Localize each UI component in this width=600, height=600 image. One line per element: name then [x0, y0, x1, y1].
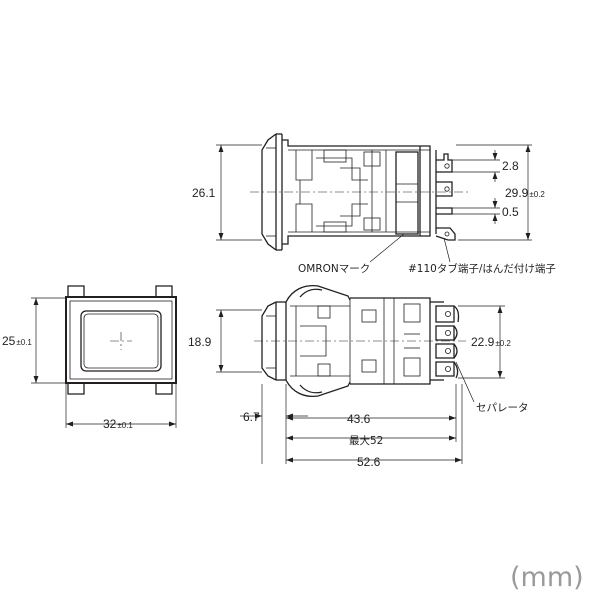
dim-top-span-value: 29.9 [505, 186, 529, 200]
dim-front-height-value: 25 [2, 334, 16, 348]
dim-top-span: 29.9±0.2 [505, 186, 545, 200]
dim-front-height: 25±0.1 [2, 334, 32, 348]
label-omron-mark: OMRONマーク [298, 263, 370, 275]
dim-top-thickness: 0.5 [502, 205, 519, 219]
dim-side-height: 18.9 [188, 335, 212, 349]
front-view [31, 285, 177, 428]
label-terminal: #110タブ端子/はんだ付け端子 [408, 262, 556, 275]
top-view [216, 133, 532, 263]
dim-front-height-tol: ±0.1 [16, 338, 32, 347]
dim-front-width: 32±0.1 [103, 417, 133, 431]
side-view [216, 284, 505, 464]
dim-body-length: 43.6 [347, 412, 371, 426]
dimension-labels: 26.1 2.8 29.9±0.2 0.5 25±0.1 32±0.1 18.9… [2, 159, 584, 593]
dim-top-span-tol: ±0.2 [529, 190, 545, 199]
dim-front-width-tol: ±0.1 [117, 421, 133, 430]
dim-max-length: 最大52 [349, 434, 383, 447]
unit-label: (mm) [510, 562, 584, 593]
dim-front-width-value: 32 [103, 417, 117, 431]
dim-top-height: 26.1 [192, 186, 216, 200]
dim-top-pitch: 2.8 [502, 159, 519, 173]
label-separator: セパレータ [476, 402, 529, 414]
dim-side-span-tol: ±0.2 [495, 339, 511, 348]
dim-bezel: 6.7 [243, 410, 260, 424]
dim-side-span-value: 22.9 [471, 335, 495, 349]
dim-side-span: 22.9±0.2 [471, 335, 511, 349]
dim-total-length: 52.6 [357, 455, 381, 469]
